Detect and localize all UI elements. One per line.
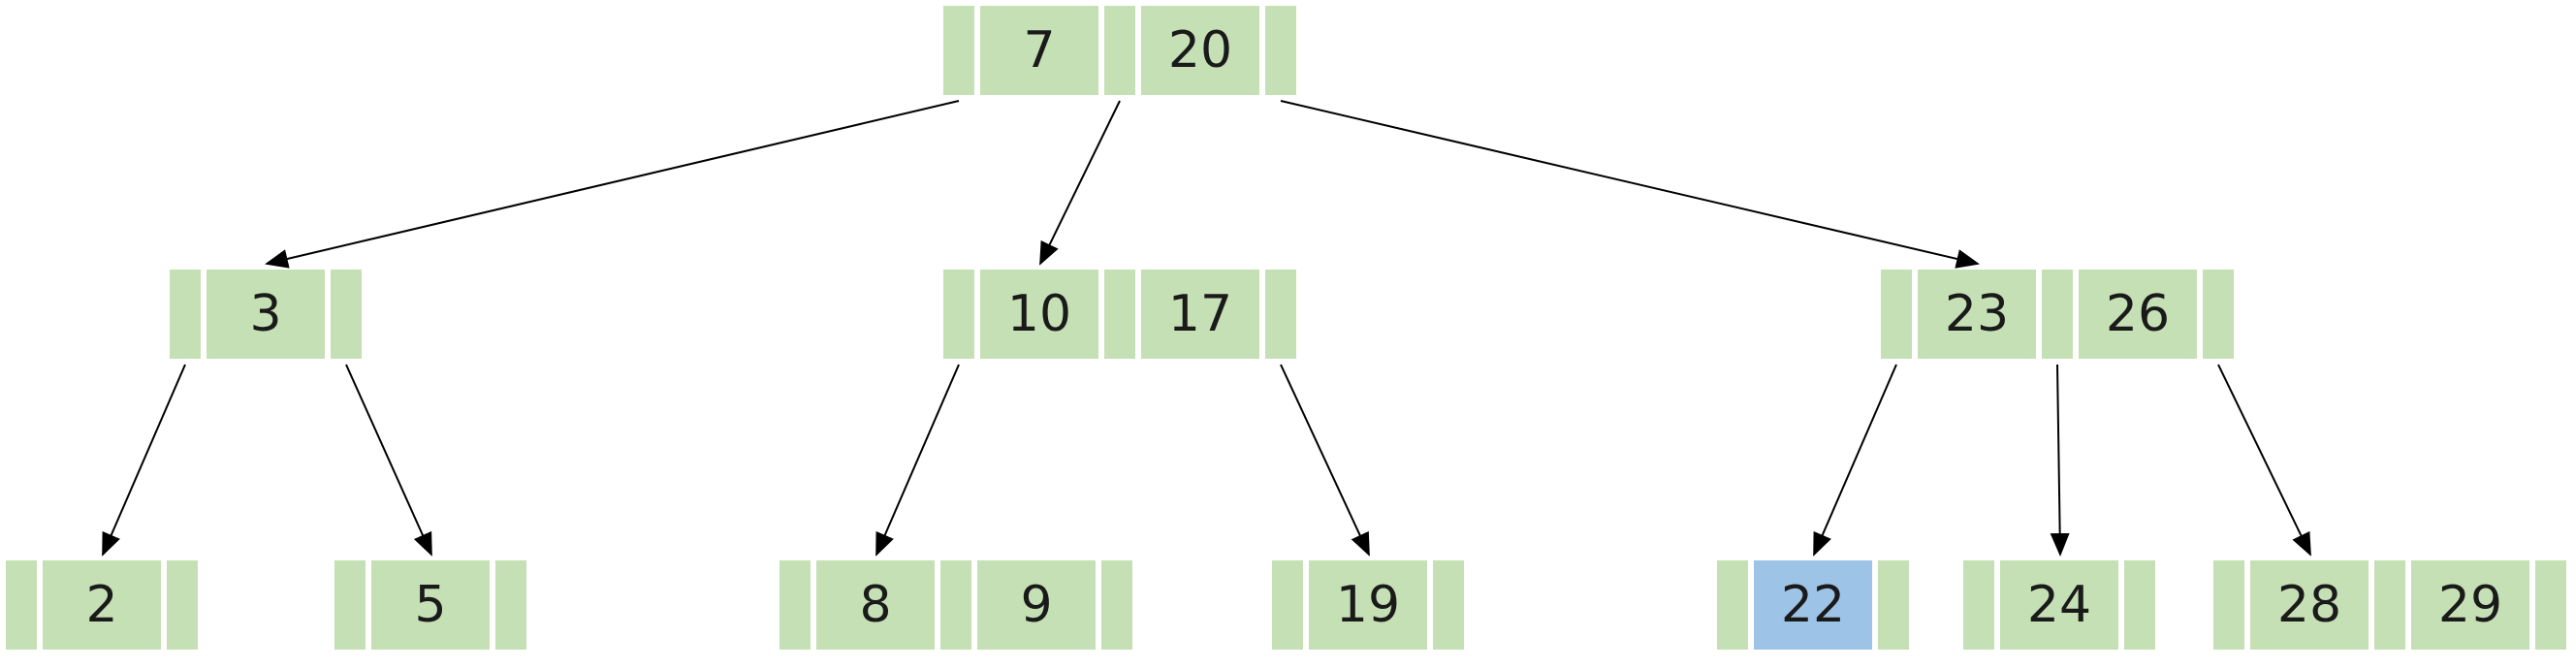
child-pointer-slot [1104,270,1135,359]
node-key: 22 [1754,560,1872,650]
node-key: 24 [2000,560,2118,650]
child-pointer-slot [1265,6,1296,95]
node-key: 29 [2411,560,2529,650]
tree-node: 5 [334,560,526,650]
tree-edge-arrow [1039,100,1121,266]
child-pointer-slot [495,560,526,650]
tree-edge-arrow [1813,364,1897,557]
child-pointer-slot [2124,560,2155,650]
child-pointer-slot [6,560,37,650]
tree-node: 3 [170,270,362,359]
child-pointer-slot [1717,560,1748,650]
node-key: 10 [980,270,1098,359]
node-key: 26 [2079,270,2197,359]
node-key: 9 [977,560,1096,650]
node-key: 19 [1309,560,1427,650]
tree-node: 10 17 [943,270,1296,359]
child-pointer-slot [1878,560,1909,650]
node-key: 5 [371,560,490,650]
child-pointer-slot [2374,560,2405,650]
child-pointer-slot [1433,560,1464,650]
child-pointer-slot [167,560,198,650]
tree-edge-arrow [2050,364,2070,557]
child-pointer-slot [1963,560,1994,650]
tree-node: 24 [1963,560,2155,650]
child-pointer-slot [1265,270,1296,359]
tree-node: 7 20 [943,6,1296,95]
tree-edge-arrow [102,364,186,557]
node-key: 17 [1141,270,1259,359]
child-pointer-slot [2042,270,2073,359]
node-key: 20 [1141,6,1259,95]
tree-edge-arrow [265,100,960,269]
child-pointer-slot [1272,560,1303,650]
child-pointer-slot [2213,560,2244,650]
child-pointer-slot [170,270,201,359]
child-pointer-slot [331,270,362,359]
tree-node: 22 [1717,560,1909,650]
node-key: 8 [816,560,935,650]
child-pointer-slot [943,270,974,359]
tree-edge-arrow [2217,364,2311,557]
child-pointer-slot [1881,270,1912,359]
node-key: 3 [207,270,325,359]
node-key: 2 [43,560,161,650]
tree-edge-arrow [1280,100,1980,269]
tree-node: 2 [6,560,198,650]
tree-node: 19 [1272,560,1464,650]
child-pointer-slot [1104,6,1135,95]
node-key: 28 [2250,560,2369,650]
tree-edge-arrow [345,364,432,557]
tree-edge-arrow [875,364,960,557]
tree-node: 23 26 [1881,270,2234,359]
child-pointer-slot [779,560,811,650]
child-pointer-slot [2535,560,2566,650]
child-pointer-slot [940,560,971,650]
child-pointer-slot [1101,560,1132,650]
node-key: 23 [1918,270,2036,359]
child-pointer-slot [2203,270,2234,359]
child-pointer-slot [334,560,366,650]
child-pointer-slot [943,6,974,95]
tree-node: 28 29 [2213,560,2566,650]
tree-edge-arrow [1280,364,1370,557]
node-key: 7 [980,6,1098,95]
